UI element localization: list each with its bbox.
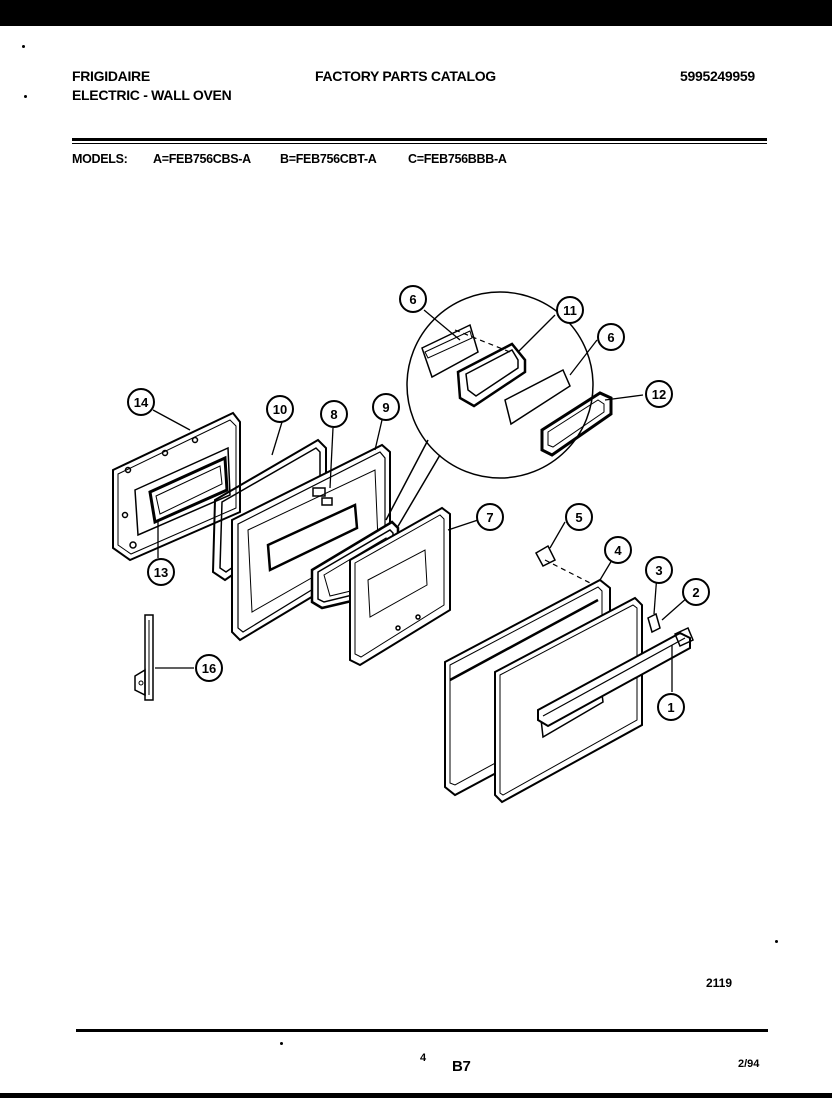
callout-label: 2 bbox=[692, 585, 699, 600]
model-c: C=FEB756BBB-A bbox=[408, 152, 507, 166]
top-border-bar bbox=[0, 0, 832, 26]
margin-mark bbox=[24, 95, 27, 98]
part-handle-clip bbox=[534, 544, 601, 589]
part-inner-door-panel bbox=[112, 411, 241, 562]
drawing-number: 2119 bbox=[706, 976, 733, 990]
part-door-handle bbox=[537, 626, 694, 728]
header-rule-thin bbox=[72, 143, 767, 144]
revision-date: 2/94 bbox=[738, 1058, 760, 1070]
callout-label: 7 bbox=[486, 510, 493, 525]
callout-label: 11 bbox=[563, 303, 577, 318]
model-b: B=FEB756CBT-A bbox=[280, 152, 377, 166]
callout-label: 6 bbox=[409, 292, 416, 307]
callout-label: 8 bbox=[330, 407, 337, 422]
callout-label: 3 bbox=[655, 563, 662, 578]
product-name: ELECTRIC - WALL OVEN bbox=[72, 87, 232, 103]
catalog-number: 5995249959 bbox=[680, 68, 755, 84]
callout-label: 13 bbox=[154, 565, 168, 580]
page-marker: 4 bbox=[420, 1052, 427, 1064]
footer-rule bbox=[76, 1029, 768, 1032]
margin-mark bbox=[280, 1042, 283, 1045]
detail-zoom-circle bbox=[385, 291, 613, 529]
callout-label: 14 bbox=[134, 395, 149, 410]
header-rule-thick bbox=[72, 138, 767, 141]
part-handle-end-cap bbox=[647, 612, 661, 634]
callout-label: 5 bbox=[575, 510, 582, 525]
models-label: MODELS: bbox=[72, 152, 128, 166]
model-a: A=FEB756CBS-A bbox=[153, 152, 251, 166]
part-inner-glass-panel bbox=[349, 506, 451, 667]
bottom-border-bar bbox=[0, 1093, 832, 1098]
callout-label: 6 bbox=[607, 330, 614, 345]
callout-label: 1 bbox=[667, 700, 674, 715]
section-code: B7 bbox=[452, 1058, 471, 1075]
callout-label: 9 bbox=[382, 400, 389, 415]
margin-mark bbox=[22, 45, 25, 48]
callout-leader-lines bbox=[152, 309, 689, 692]
callout-label: 12 bbox=[652, 387, 666, 402]
callout-label: 16 bbox=[202, 661, 216, 676]
callout-label: 4 bbox=[614, 543, 622, 558]
margin-mark bbox=[775, 940, 778, 943]
brand-name: FRIGIDAIRE bbox=[72, 68, 150, 84]
callout-label: 10 bbox=[273, 402, 287, 417]
part-door-hinge bbox=[134, 614, 154, 701]
catalog-title: FACTORY PARTS CATALOG bbox=[315, 68, 496, 84]
